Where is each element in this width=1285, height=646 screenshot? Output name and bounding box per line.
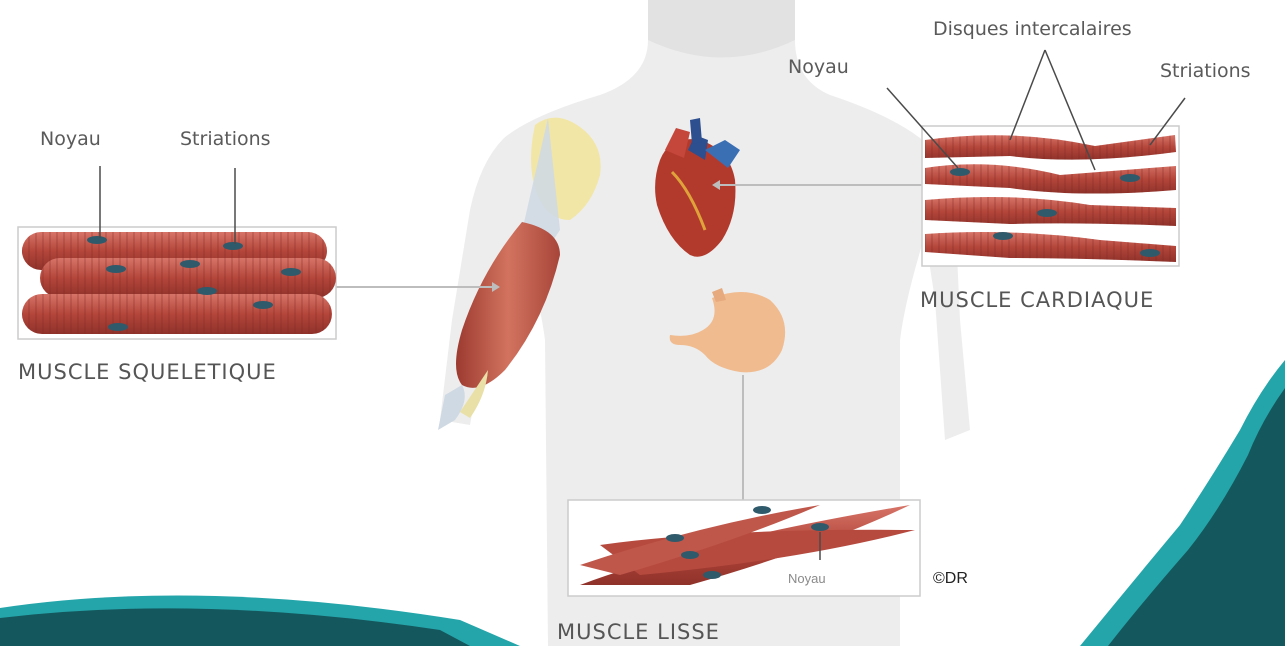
cardiac-striations-label: Striations: [1160, 60, 1251, 82]
smooth-muscle-box: [568, 500, 920, 596]
cardiac-muscle-box: [887, 50, 1185, 266]
cardiac-muscle-title: MUSCLE CARDIAQUE: [920, 288, 1154, 312]
copyright-credit: ©DR: [933, 570, 968, 588]
skeletal-nucleus-label: Noyau: [40, 128, 101, 150]
skeletal-muscle-title: MUSCLE SQUELETIQUE: [18, 360, 277, 384]
skeletal-muscle-box: [18, 166, 336, 339]
cardiac-discs-label: Disques intercalaires: [933, 18, 1132, 40]
smooth-muscle-title: MUSCLE LISSE: [557, 620, 720, 644]
smooth-nucleus-label: Noyau: [788, 571, 826, 586]
cardiac-nucleus-label: Noyau: [788, 56, 849, 78]
skeletal-striations-label: Striations: [180, 128, 271, 150]
